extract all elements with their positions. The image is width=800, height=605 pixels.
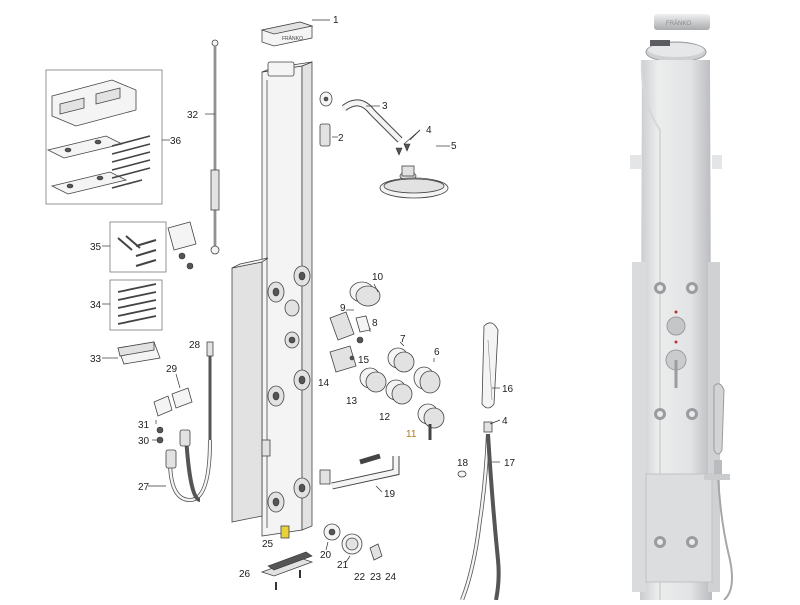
part-36-brackets <box>45 69 170 205</box>
part-label-13: 13 <box>346 396 358 407</box>
part-label-1: 1 <box>333 15 339 26</box>
mixer-knob-icon <box>329 281 445 440</box>
part-label-10: 10 <box>372 272 384 283</box>
part-19-rail <box>319 453 400 493</box>
part-label-25: 25 <box>262 539 274 550</box>
part-4-washers <box>395 129 421 156</box>
part-label-27: 27 <box>138 482 150 493</box>
part-label-12: 12 <box>379 412 391 423</box>
part-label-7: 7 <box>400 334 406 345</box>
part-label-24: 24 <box>385 572 397 583</box>
hand-shower-icon <box>457 322 501 601</box>
part-label-28: 28 <box>189 340 201 351</box>
part-label-29: 29 <box>166 364 178 375</box>
part-label-18: 18 <box>457 458 469 469</box>
part-label-6: 6 <box>434 347 440 358</box>
brand-text: FRÄNKO <box>282 35 303 42</box>
part-label-8: 8 <box>372 318 378 329</box>
part-label-35: 35 <box>90 242 102 253</box>
part-label-31: 31 <box>138 420 150 431</box>
part-27-31-hoses <box>148 341 214 503</box>
part-20-26-fittings <box>260 523 383 590</box>
photo-brand-text: FRÄNKO <box>666 20 691 27</box>
part-label-34: 34 <box>90 300 102 311</box>
main-panel <box>231 61 313 537</box>
part-label-16: 16 <box>502 384 514 395</box>
part-label-32: 32 <box>187 110 199 121</box>
part-2-connector <box>319 91 338 147</box>
part-label-15: 15 <box>358 355 370 366</box>
part-label-33: 33 <box>90 354 102 365</box>
rain-shower-head-icon <box>379 145 450 199</box>
part-32-rod <box>205 39 220 255</box>
part-label-5: 5 <box>451 141 457 152</box>
body-jet-icon <box>267 265 311 513</box>
part-label-17: 17 <box>504 458 516 469</box>
part-label-9: 9 <box>340 303 346 314</box>
shower-panel-photo: FRÄNKO <box>630 14 733 601</box>
part-label-4: 4 <box>426 125 432 136</box>
part-34-screw-set <box>102 279 163 331</box>
part-label-22: 22 <box>354 572 366 583</box>
part-label-2: 2 <box>338 133 344 144</box>
part-label-20: 20 <box>320 550 332 561</box>
part-1-top-cap: FRÄNKO <box>260 19 330 47</box>
part-label-23: 23 <box>370 572 382 583</box>
part-label-14: 14 <box>318 378 330 389</box>
part-label-36: 36 <box>170 136 182 147</box>
part-label-4-second: 4 <box>502 416 508 427</box>
part-label-19: 19 <box>384 489 396 500</box>
part-label-21: 21 <box>337 560 349 571</box>
part-labels: 1 2 3 4 5 6 7 8 9 10 11 12 13 14 15 16 1… <box>90 15 516 583</box>
part-label-26: 26 <box>239 569 251 580</box>
part-33-tray <box>102 341 161 365</box>
part-label-30: 30 <box>138 436 150 447</box>
part-label-11: 11 <box>406 429 417 440</box>
part-3-shower-arm <box>341 99 403 143</box>
part-35-mount-kit <box>102 221 197 273</box>
part-label-3: 3 <box>382 101 388 112</box>
